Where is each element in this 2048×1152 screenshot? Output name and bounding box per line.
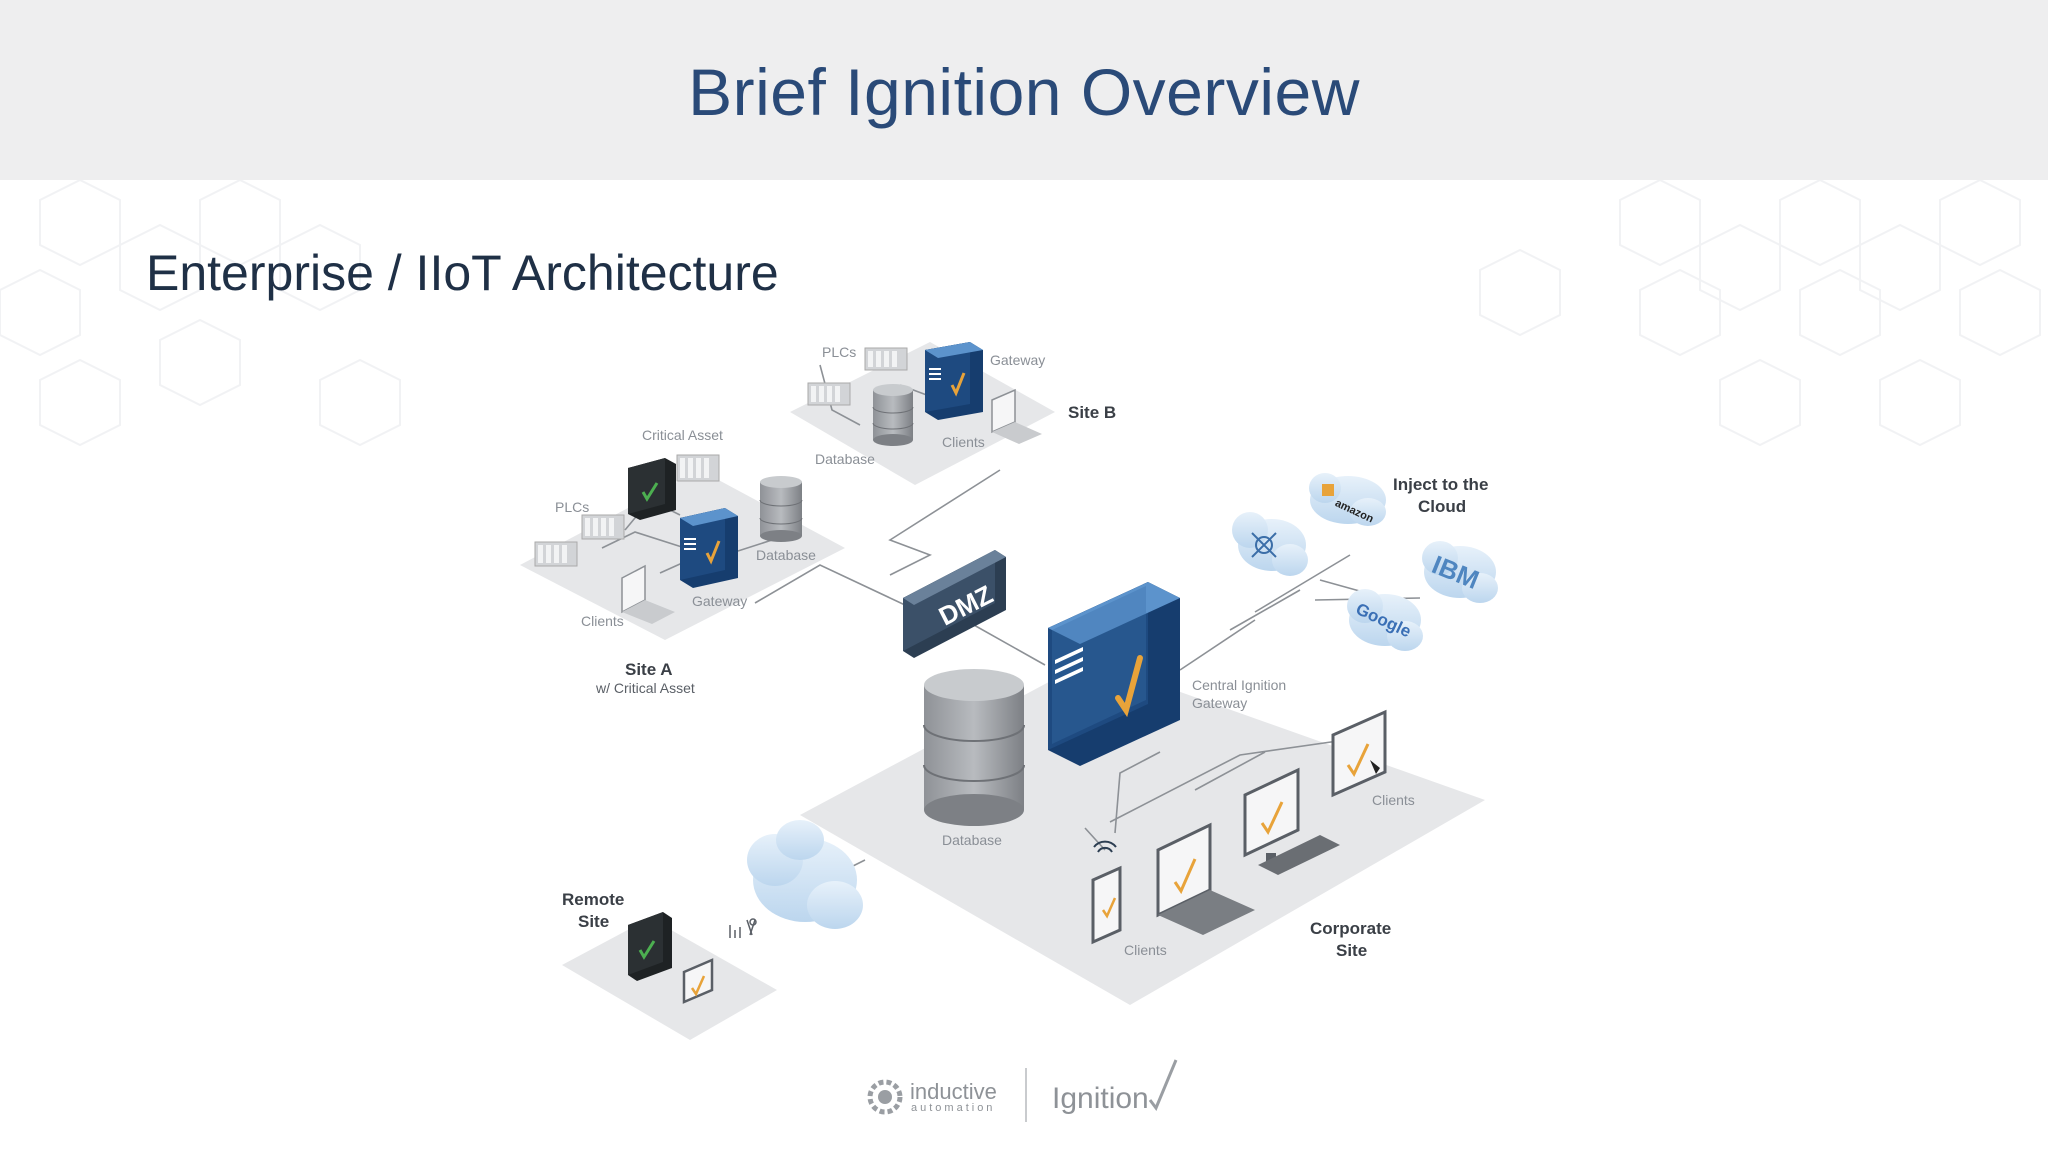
central-gateway-label-line1: Central Ignition xyxy=(1192,677,1286,693)
central-gateway-server-icon xyxy=(1048,582,1180,766)
inject-cloud-label-line1: Inject to the xyxy=(1393,475,1488,494)
site-b-database-label: Database xyxy=(815,451,875,467)
mobile-device-icon xyxy=(1091,840,1122,945)
site-a-label: Site A xyxy=(625,660,673,679)
inductive-logo-text: inductive xyxy=(910,1079,997,1104)
site-a-sublabel: w/ Critical Asset xyxy=(595,680,695,696)
monitor-with-keyboard-icon xyxy=(1243,767,1340,875)
laptop-icon xyxy=(991,388,1042,444)
site-a-database-label: Database xyxy=(756,547,816,563)
corporate-database-label: Database xyxy=(942,832,1002,848)
section-subtitle: Enterprise / IIoT Architecture xyxy=(146,245,779,301)
site-b-plcs-label: PLCs xyxy=(822,344,856,360)
dmz-box: DMZ xyxy=(903,550,1006,658)
site-b-gateway-label: Gateway xyxy=(990,352,1045,368)
automation-logo-text: automation xyxy=(911,1102,995,1114)
corporate-site-label-line2: Site xyxy=(1336,941,1367,960)
gateway-server-icon xyxy=(680,508,738,588)
remote-client-icon xyxy=(682,958,714,1004)
ignition-logo-text: Ignition xyxy=(1052,1082,1149,1115)
central-gateway-label-line2: Gateway xyxy=(1192,695,1247,711)
plc-rack-icon xyxy=(864,347,908,371)
monitor-icon xyxy=(1331,709,1387,798)
corporate-clients-bottom-label: Clients xyxy=(1124,942,1167,958)
corporate-site-label-line1: Corporate xyxy=(1310,919,1391,938)
site-a-clients-label: Clients xyxy=(581,613,624,629)
corporate-database-icon xyxy=(923,669,1025,826)
critical-asset-icon xyxy=(628,458,676,520)
inductive-automation-logo: inductive automation xyxy=(867,1079,997,1115)
ignition-logo: Ignition xyxy=(1052,1059,1178,1115)
site-b-group: PLCs Gateway Database Clients Site B xyxy=(807,342,1116,467)
gateway-server-icon xyxy=(925,342,983,420)
plc-rack-icon xyxy=(581,514,625,540)
site-a-gateway-label: Gateway xyxy=(692,593,747,609)
google-cloud-icon: Google xyxy=(1347,589,1423,651)
remote-site-label-line1: Remote xyxy=(562,890,624,909)
plc-rack-icon xyxy=(534,541,578,567)
site-a-critical-asset-label: Critical Asset xyxy=(642,427,723,443)
remote-site-label-line2: Site xyxy=(578,912,609,931)
site-b-label: Site B xyxy=(1068,403,1116,422)
remote-site-group: Remote Site xyxy=(562,890,757,1004)
slide-header: Brief Ignition Overview xyxy=(0,0,2048,180)
cloud-icon xyxy=(747,820,863,929)
plc-rack-icon xyxy=(676,454,720,482)
amazon-cloud-icon: amazon xyxy=(1309,473,1386,526)
remote-platform xyxy=(562,918,777,1040)
database-icon xyxy=(872,384,914,446)
corporate-clients-right-label: Clients xyxy=(1372,792,1415,808)
ibm-cloud-icon: IBM xyxy=(1422,541,1498,603)
site-b-clients-label: Clients xyxy=(942,434,985,450)
hexagon-background-pattern xyxy=(0,180,2041,447)
laptop-icon xyxy=(621,564,675,624)
signal-antenna-icon xyxy=(729,918,757,938)
cloud-icon xyxy=(1232,512,1308,576)
slide-title: Brief Ignition Overview xyxy=(688,55,1360,129)
site-b-platform xyxy=(790,342,1055,485)
site-a-plcs-label: PLCs xyxy=(555,499,589,515)
database-icon xyxy=(759,476,803,542)
inject-cloud-label-line2: Cloud xyxy=(1418,497,1466,516)
laptop-icon xyxy=(1156,822,1255,935)
plc-rack-icon xyxy=(807,382,851,406)
remote-device-icon xyxy=(628,912,672,981)
site-a-group: Critical Asset PLCs Database Gateway Cli… xyxy=(534,427,816,696)
